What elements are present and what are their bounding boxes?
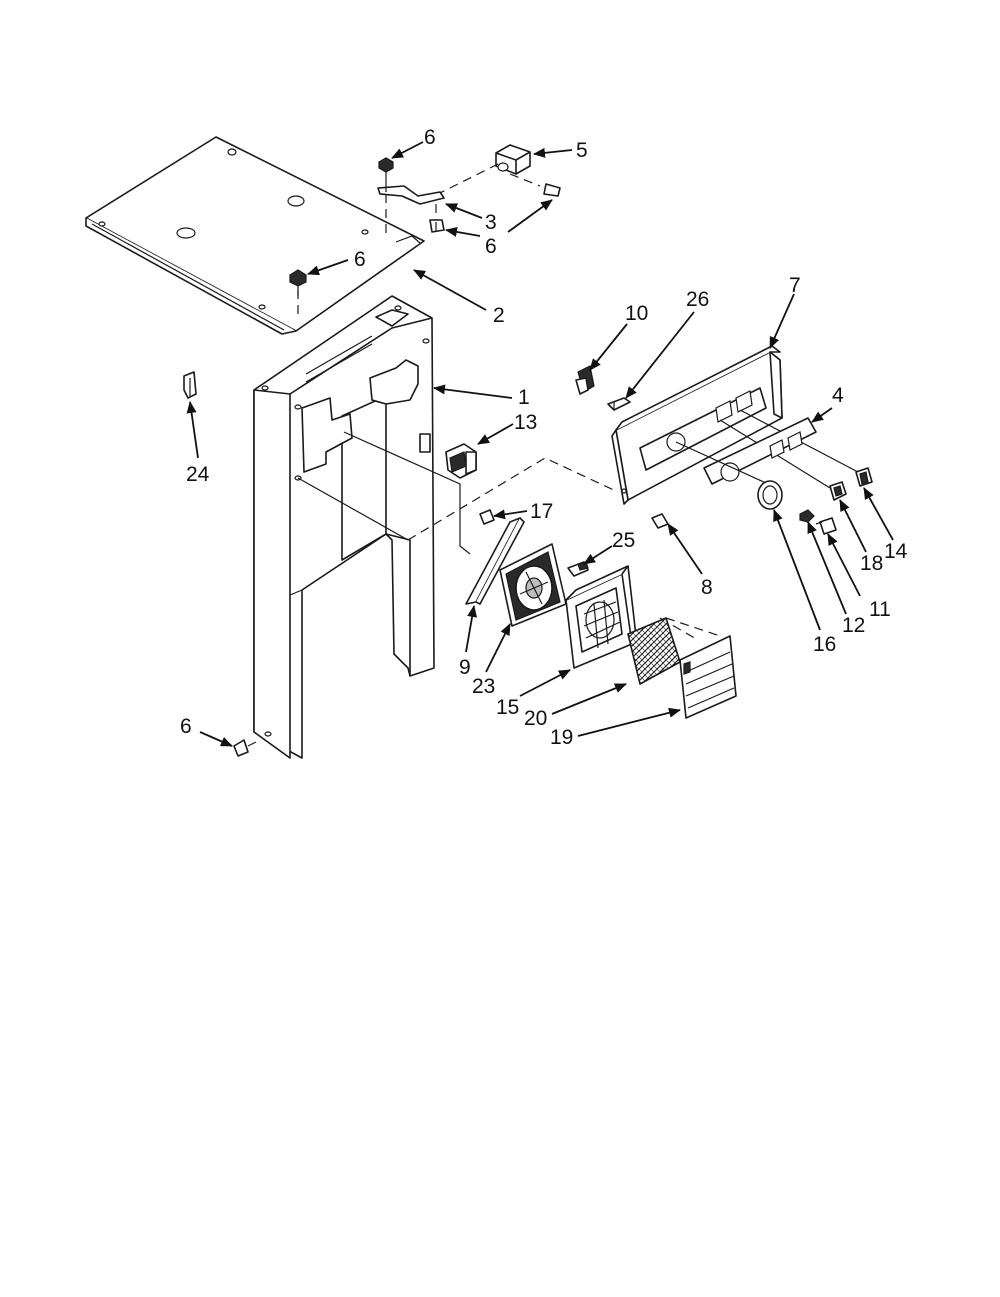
fan-housing [565,565,637,669]
rocker-switch [445,443,477,479]
top-cover-plate [85,136,425,335]
callout-25: 25 [612,529,635,552]
wire-clip-bracket [495,144,531,175]
callout-11: 11 [869,598,891,621]
callout-24: 24 [186,463,210,486]
control-switch-right [855,467,873,487]
callout-1: 1 [518,386,530,409]
panel-connector [575,365,595,395]
screw-clip [543,183,561,197]
leader-lines [186,141,894,747]
callout-6-top: 6 [424,126,436,149]
knob-shaft [815,517,837,535]
callout-9: 9 [459,656,471,679]
callout-20: 20 [524,707,547,730]
callout-10: 10 [625,302,648,325]
knob-ring [757,480,783,510]
callout-17: 17 [530,500,553,523]
callout-8: 8 [701,576,713,599]
screw-panel [651,513,669,529]
callout-18: 18 [860,552,883,575]
callout-23: 23 [472,675,495,698]
screw-frame-base [233,739,257,757]
callout-26: 26 [686,288,709,311]
screw-cover [289,269,307,296]
screw-bracket [429,219,445,233]
cooling-fan [499,543,567,627]
callout-15: 15 [496,696,519,719]
callout-labels: 1 2 3 4 5 6 6 6 6 7 8 9 10 11 12 13 14 1… [180,126,908,749]
callout-4: 4 [832,384,844,407]
vent-grille [679,635,737,719]
callout-3: 3 [485,211,497,234]
control-switch-left [829,481,847,501]
callout-13: 13 [514,411,537,434]
mounting-bracket [377,185,445,205]
callout-19: 19 [550,726,573,749]
callout-12: 12 [842,614,865,637]
callout-7: 7 [789,274,801,297]
screw-fan [479,509,503,525]
callout-14: 14 [884,540,908,563]
fan-bracket [465,517,525,605]
screw-top [378,157,394,173]
support-frame [253,295,435,759]
callout-6-base: 6 [180,715,192,738]
knob-nut [799,509,815,523]
callout-6-cover: 6 [354,248,366,271]
control-panel [611,345,783,505]
callout-5: 5 [576,139,588,162]
callout-2: 2 [493,304,505,327]
callout-6-bracket: 6 [485,235,497,258]
retainer-clip [183,371,197,399]
callout-16: 16 [813,633,836,656]
panel-clip [607,397,631,411]
